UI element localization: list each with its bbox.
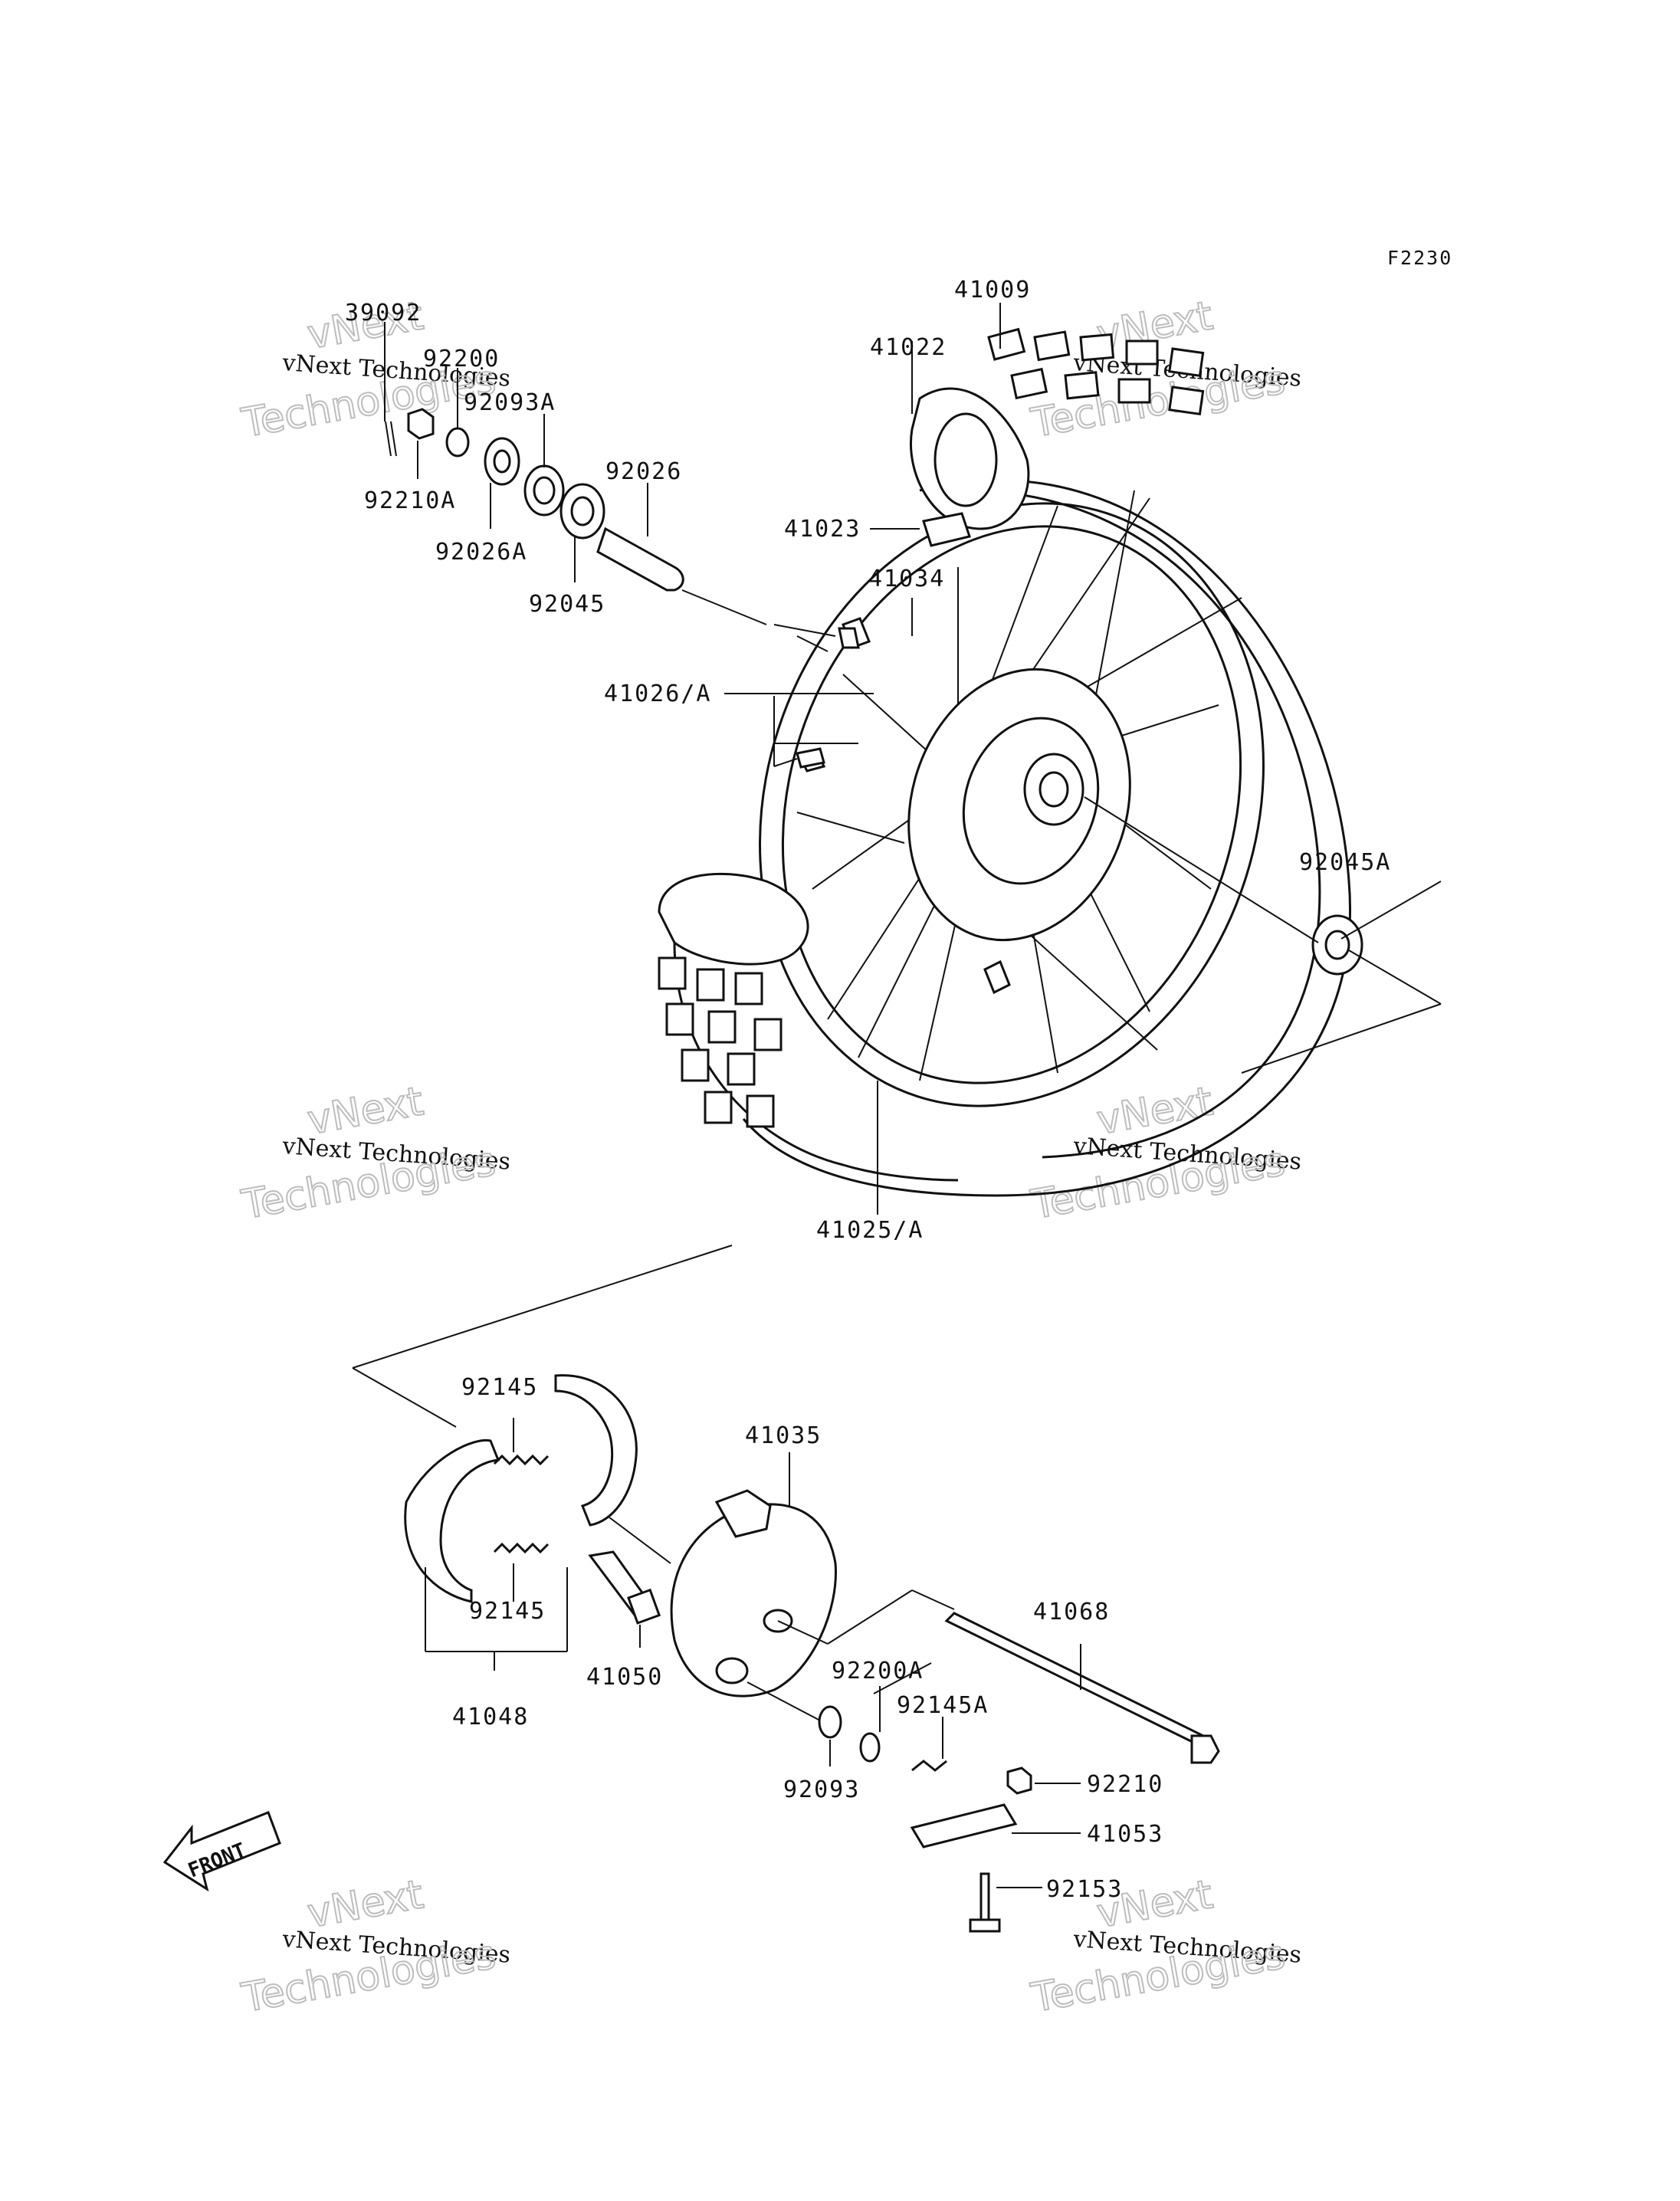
hub-body bbox=[962, 717, 1100, 885]
tire-section-lower bbox=[658, 872, 809, 966]
washer-92200A bbox=[859, 1732, 881, 1763]
cotter-pin bbox=[385, 421, 392, 457]
seal-92093A bbox=[523, 464, 565, 517]
label-92145-top: 92145 bbox=[461, 1374, 538, 1401]
front-arrow: FRONT bbox=[162, 1811, 281, 1892]
watermark-bottom-left: vNext vNext Technologies Technologies bbox=[238, 1871, 511, 2022]
rim-inner bbox=[781, 525, 1242, 1084]
diagram-code: F2230 bbox=[1387, 247, 1452, 269]
front-arrow-shape bbox=[162, 1811, 281, 1892]
label-41023: 41023 bbox=[784, 516, 861, 543]
tire-outline bbox=[742, 479, 1351, 1197]
return-spring-92145A bbox=[911, 1760, 947, 1772]
brake-lever bbox=[910, 1803, 1018, 1848]
brake-panel bbox=[670, 1503, 837, 1697]
label-41048: 41048 bbox=[452, 1704, 529, 1730]
brake-shoe-left bbox=[404, 1438, 500, 1603]
watermark-mid-right: vNext vNext Technologies Technologies bbox=[1027, 1078, 1302, 1229]
label-92026A: 92026A bbox=[435, 539, 527, 566]
bolt-41026-top bbox=[838, 627, 860, 649]
brake-spring-top bbox=[493, 1454, 550, 1466]
tire-sidewall bbox=[965, 489, 1321, 1159]
label-41053: 41053 bbox=[1087, 1821, 1163, 1848]
watermark-line1: vNext bbox=[304, 1078, 427, 1143]
washer-92093 bbox=[818, 1705, 842, 1739]
tube-section-top bbox=[910, 387, 1030, 530]
label-92210A: 92210A bbox=[364, 487, 456, 514]
leader-lines-brake bbox=[352, 1245, 1081, 1888]
bolt-92153 bbox=[979, 1872, 990, 1921]
watermark-line1: vNext bbox=[304, 1871, 427, 1937]
hub-axle-boss bbox=[1023, 753, 1084, 826]
label-41025-A: 41025/A bbox=[816, 1217, 924, 1244]
bearing-92045 bbox=[559, 483, 605, 540]
label-41009: 41009 bbox=[954, 277, 1031, 303]
nut-92210A bbox=[407, 408, 435, 440]
valve-stem bbox=[983, 959, 1011, 995]
label-41034: 41034 bbox=[868, 566, 945, 592]
brake-panel-boss bbox=[714, 1489, 772, 1538]
front-axle bbox=[944, 1612, 1206, 1745]
watermark-mid-left: vNext vNext Technologies Technologies bbox=[238, 1078, 511, 1229]
leader-lines-wheel bbox=[384, 303, 1442, 1215]
label-92200A: 92200A bbox=[832, 1658, 924, 1684]
tread-top bbox=[987, 327, 1205, 415]
label-92145A: 92145A bbox=[897, 1692, 989, 1719]
nut-92210 bbox=[1006, 1766, 1032, 1795]
brake-shoe-right bbox=[554, 1374, 638, 1527]
watermark-top-right: vNext vNext Technologies Technologies bbox=[1027, 292, 1302, 448]
brake-assembly bbox=[404, 1374, 1220, 1933]
label-92093: 92093 bbox=[783, 1776, 860, 1803]
label-39092: 39092 bbox=[345, 300, 422, 326]
spacer-92026 bbox=[596, 526, 684, 592]
label-92045A: 92045A bbox=[1299, 849, 1391, 876]
wheel-assembly bbox=[658, 327, 1351, 1197]
brake-panel-cam-hole bbox=[715, 1657, 749, 1684]
hub-flange bbox=[907, 668, 1131, 942]
label-41026-A: 41026/A bbox=[604, 681, 711, 707]
rim-band-piece bbox=[922, 512, 971, 547]
label-41050: 41050 bbox=[586, 1664, 663, 1691]
axle-small-parts bbox=[385, 408, 1363, 976]
label-41022: 41022 bbox=[870, 334, 947, 361]
watermark-line1: vNext bbox=[1094, 1078, 1216, 1143]
label-92153: 92153 bbox=[1046, 1876, 1123, 1903]
label-92200: 92200 bbox=[423, 346, 500, 372]
hub-axle-bore bbox=[1039, 771, 1069, 808]
label-92045: 92045 bbox=[529, 591, 605, 618]
tread-lower bbox=[658, 956, 783, 1128]
label-92026: 92026 bbox=[605, 458, 682, 485]
label-92093A: 92093A bbox=[464, 389, 556, 416]
label-92145-bottom: 92145 bbox=[469, 1598, 546, 1625]
rim-outer bbox=[759, 502, 1265, 1107]
label-41035: 41035 bbox=[745, 1422, 822, 1449]
label-92210: 92210 bbox=[1087, 1771, 1163, 1798]
axle-head bbox=[1190, 1734, 1220, 1764]
part-labels: 39092 92200 92093A 92210A 92026A 92045 9… bbox=[345, 277, 1391, 1903]
tube-section-inner-top bbox=[934, 412, 998, 507]
washer-92200 bbox=[445, 427, 470, 458]
label-41068: 41068 bbox=[1033, 1599, 1110, 1625]
collar-92026A bbox=[484, 437, 520, 486]
bearing-92045A bbox=[1311, 914, 1363, 976]
bolt-41026-bottom bbox=[796, 747, 825, 769]
brake-spring-bottom bbox=[493, 1542, 550, 1554]
